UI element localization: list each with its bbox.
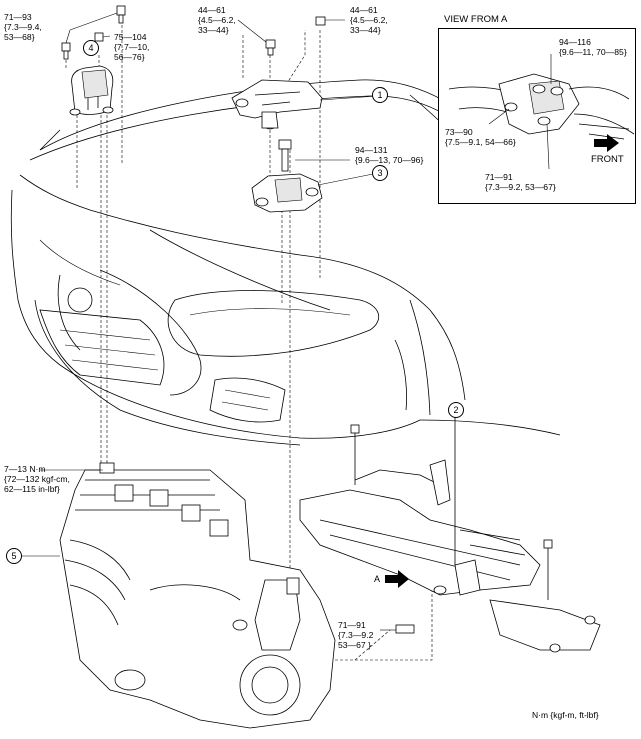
front-arrow-icon [594, 134, 619, 152]
leader-lines [20, 12, 396, 631]
mount-bracket-part-1 [231, 16, 326, 130]
vehicle-body-outline [10, 79, 561, 446]
engine-assembly-part-5 [59, 462, 415, 729]
torque-spec-engine: 7—13 N·m {72—132 kgf-cm, 62—115 in-lbf} [4, 464, 70, 494]
inset-drawing [448, 54, 635, 170]
inset-title: VIEW FROM A [444, 14, 508, 25]
torque-spec-bolt-mount-4: 71—93 {7.3—9.4, 53—68} [4, 12, 42, 42]
inset-torque-left: 73—90 {7.5—9.1, 54—66} [445, 127, 516, 147]
inset-torque-bottom: 71—91 {7.3—9.2, 53—67} [485, 172, 556, 192]
callout-4: 4 [83, 40, 99, 56]
units-note: N·m {kgf-m, ft-lbf} [532, 710, 599, 720]
torque-spec-mount-3: 94—131 {9.6—13, 70—96} [355, 145, 424, 165]
callout-1: 1 [372, 87, 388, 103]
torque-spec-bracket-left: 44—61 {4.5—6.2, 33—44} [198, 5, 236, 35]
view-from-a-inset: 94—116 {9.6—11, 70—85} 73—90 {7.5—9.1, 5… [438, 28, 636, 204]
callout-5: 5 [6, 548, 22, 564]
callout-2: 2 [448, 402, 464, 418]
engine-mount-part-4 [61, 5, 126, 116]
inset-torque-top: 94—116 {9.6—11, 70—85} [559, 37, 627, 57]
inset-front-label: FRONT [591, 154, 624, 165]
torque-spec-bracket-right: 44—61 {4.5—6.2, 33—44} [350, 5, 388, 35]
callout-3: 3 [372, 165, 388, 181]
torque-spec-subframe: 71—91 {7.3—9.2 53—67 } [338, 620, 374, 650]
view-a-label: A [374, 574, 381, 584]
mount-part-3 [251, 139, 323, 213]
torque-spec-nut-mount-4: 75—104 {7.7—10, 56—76} [114, 32, 150, 62]
view-a-arrow-icon [385, 570, 409, 588]
front-subframe-part-2 [299, 415, 601, 653]
